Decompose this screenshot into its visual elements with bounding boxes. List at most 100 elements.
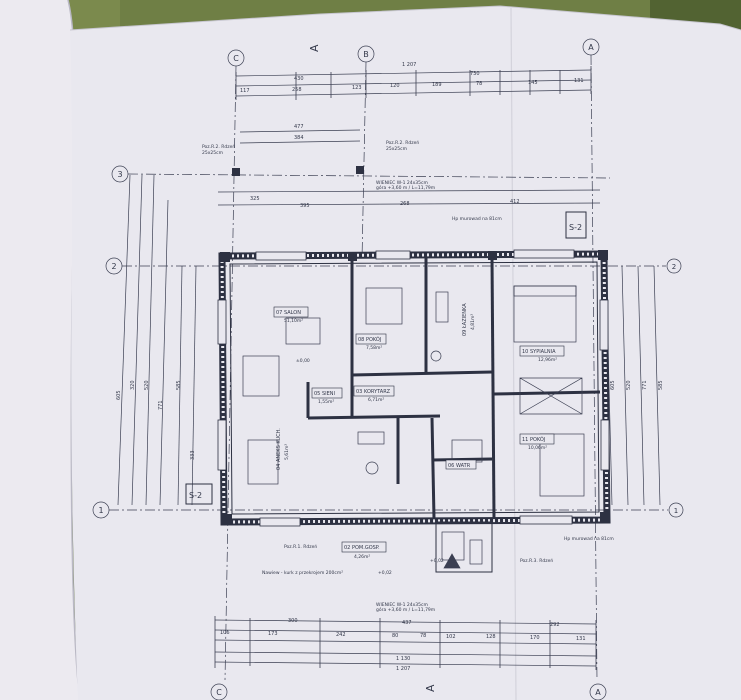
left-page <box>0 0 80 700</box>
dim-right-520: 520 <box>626 380 632 390</box>
svg-text:1 130: 1 130 <box>396 656 410 662</box>
room-aneks-kuch: 04 ANEKS KUCH. 5,61m² <box>276 428 290 470</box>
axis-label-a-bottom: A <box>595 688 601 697</box>
room-watr: 06 WATR <box>445 459 477 470</box>
room-pokoj-11: 11 POKÓJ 10,06m² <box>519 433 555 451</box>
room-salon: 07 SALON 51,10m² <box>273 306 309 324</box>
svg-text:412: 412 <box>510 199 520 205</box>
lintel-top-note: góra +3,60 m / L=11,79m <box>376 184 435 191</box>
svg-text:430: 430 <box>294 76 304 82</box>
lintel-top-label: WIENIEC W-1 24x35cm <box>376 180 428 186</box>
svg-text:437: 437 <box>402 620 412 626</box>
dim-top-120: 120 <box>390 83 400 89</box>
svg-text:189: 189 <box>432 82 442 88</box>
svg-text:07 SALON: 07 SALON <box>276 310 301 316</box>
svg-text:173: 173 <box>268 631 278 637</box>
svg-text:02 POM.GOSP.: 02 POM.GOSP. <box>344 545 380 551</box>
dim-top-117: 117 <box>240 88 250 94</box>
note-pos-r3: Poz.R.3. Rdzeń <box>520 557 553 564</box>
svg-text:04 ANEKS KUCH.: 04 ANEKS KUCH. <box>276 428 282 470</box>
dim-left-771: 771 <box>158 400 164 410</box>
svg-text:7,58m²: 7,58m² <box>366 345 382 351</box>
dim-left-605: 605 <box>116 390 122 400</box>
axis-label-1-right: 1 <box>674 507 678 515</box>
note-elev-left: +0,02 <box>378 570 392 576</box>
dim-top-131: 131 <box>574 78 584 84</box>
dim-top-78: 78 <box>476 81 482 87</box>
note-nawiew: Nawiew - kurk z przekrojem 200cm² <box>262 570 343 576</box>
lintel-bottom-label: WIENIEC W-1 24x35cm <box>376 602 428 608</box>
svg-text:1: 1 <box>98 506 103 515</box>
room-lazienka: 09 ŁAZIENKA 4,81m² <box>462 303 476 336</box>
svg-text:131: 131 <box>574 78 584 84</box>
svg-text:A: A <box>595 688 601 697</box>
floor-plan <box>217 166 611 573</box>
svg-text:117: 117 <box>240 88 250 94</box>
dim-upper-268: 268 <box>400 201 410 207</box>
svg-text:170: 170 <box>530 635 540 641</box>
dim-bottom-437: 437 <box>402 620 412 626</box>
svg-text:292: 292 <box>550 622 560 628</box>
svg-text:730: 730 <box>470 71 480 77</box>
dim-bottom-overall: 1 207 <box>396 666 410 672</box>
section-mark-s2-left: S-2 <box>189 491 202 500</box>
svg-text:771: 771 <box>642 380 648 390</box>
svg-text:51,10m²: 51,10m² <box>284 318 303 324</box>
dim-left-520: 520 <box>144 380 150 390</box>
svg-text:120: 120 <box>390 83 400 89</box>
room-pom-gosp: 02 POM.GOSP. 4,26m² <box>341 541 387 560</box>
svg-text:78: 78 <box>476 81 482 87</box>
section-mark-s2-right: S-2 <box>569 223 582 232</box>
svg-text:6,71m²: 6,71m² <box>368 397 384 403</box>
svg-text:1,55m²: 1,55m² <box>318 399 334 405</box>
dim-top-430: 430 <box>294 76 304 82</box>
dim-bottom-102: 102 <box>446 634 456 640</box>
svg-text:10 SYPIALNIA: 10 SYPIALNIA <box>522 349 556 355</box>
axis-label-1-left: 1 <box>98 506 103 515</box>
svg-text:123: 123 <box>352 85 362 91</box>
axis-label-3: 3 <box>117 170 122 179</box>
svg-text:11 POKÓJ: 11 POKÓJ <box>522 436 545 443</box>
svg-text:605: 605 <box>116 390 122 400</box>
dim-upper-412: 412 <box>510 199 520 205</box>
note-hip-top: Hp murowad na 81cm <box>452 216 502 222</box>
svg-text:585: 585 <box>176 380 182 390</box>
note-pos-r2-right: Poz.R.2. Rdzeń <box>386 139 419 146</box>
svg-text:320: 320 <box>130 380 136 390</box>
note-pos-r2-left: Poz.R.2. Rdzeń <box>202 143 235 150</box>
svg-text:145: 145 <box>528 80 538 86</box>
note-pos-r1: Poz.R.1. Rdzeń <box>284 543 317 550</box>
svg-text:06 WATR: 06 WATR <box>448 463 471 469</box>
svg-text:1 207: 1 207 <box>402 62 416 68</box>
svg-text:C: C <box>216 688 222 697</box>
svg-text:128: 128 <box>486 634 496 640</box>
dim-bottom-242: 242 <box>336 632 346 638</box>
axis-label-2-right: 2 <box>672 263 676 271</box>
dim-bottom-106: 106 <box>220 630 230 636</box>
svg-text:12,96m²: 12,96m² <box>538 357 557 363</box>
svg-text:80: 80 <box>392 633 398 639</box>
svg-text:4,26m²: 4,26m² <box>354 554 370 560</box>
note-pos-r2-right-size: 25x25cm <box>386 146 407 152</box>
svg-text:78: 78 <box>420 633 426 639</box>
dim-bottom-292: 292 <box>550 622 560 628</box>
svg-text:2: 2 <box>111 262 116 271</box>
dim-bottom-131: 131 <box>576 636 586 642</box>
dim-bottom-300: 300 <box>288 618 298 624</box>
svg-text:771: 771 <box>158 400 164 410</box>
dim-bottom-80: 80 <box>392 633 398 639</box>
svg-text:300: 300 <box>288 618 298 624</box>
dim-bottom-173: 173 <box>268 631 278 637</box>
axis-label-a-top: A <box>588 43 594 52</box>
dim-right-585: 585 <box>658 380 664 390</box>
svg-text:384: 384 <box>294 135 304 141</box>
section-mark-a-top: A <box>308 44 321 52</box>
dim-top-overall: 1 207 <box>402 62 416 68</box>
dim-right-605: 605 <box>610 380 616 390</box>
svg-text:1 207: 1 207 <box>396 666 410 672</box>
main-sheet <box>70 6 741 700</box>
svg-text:242: 242 <box>336 632 346 638</box>
dim-left-585: 585 <box>176 380 182 390</box>
svg-text:520: 520 <box>626 380 632 390</box>
